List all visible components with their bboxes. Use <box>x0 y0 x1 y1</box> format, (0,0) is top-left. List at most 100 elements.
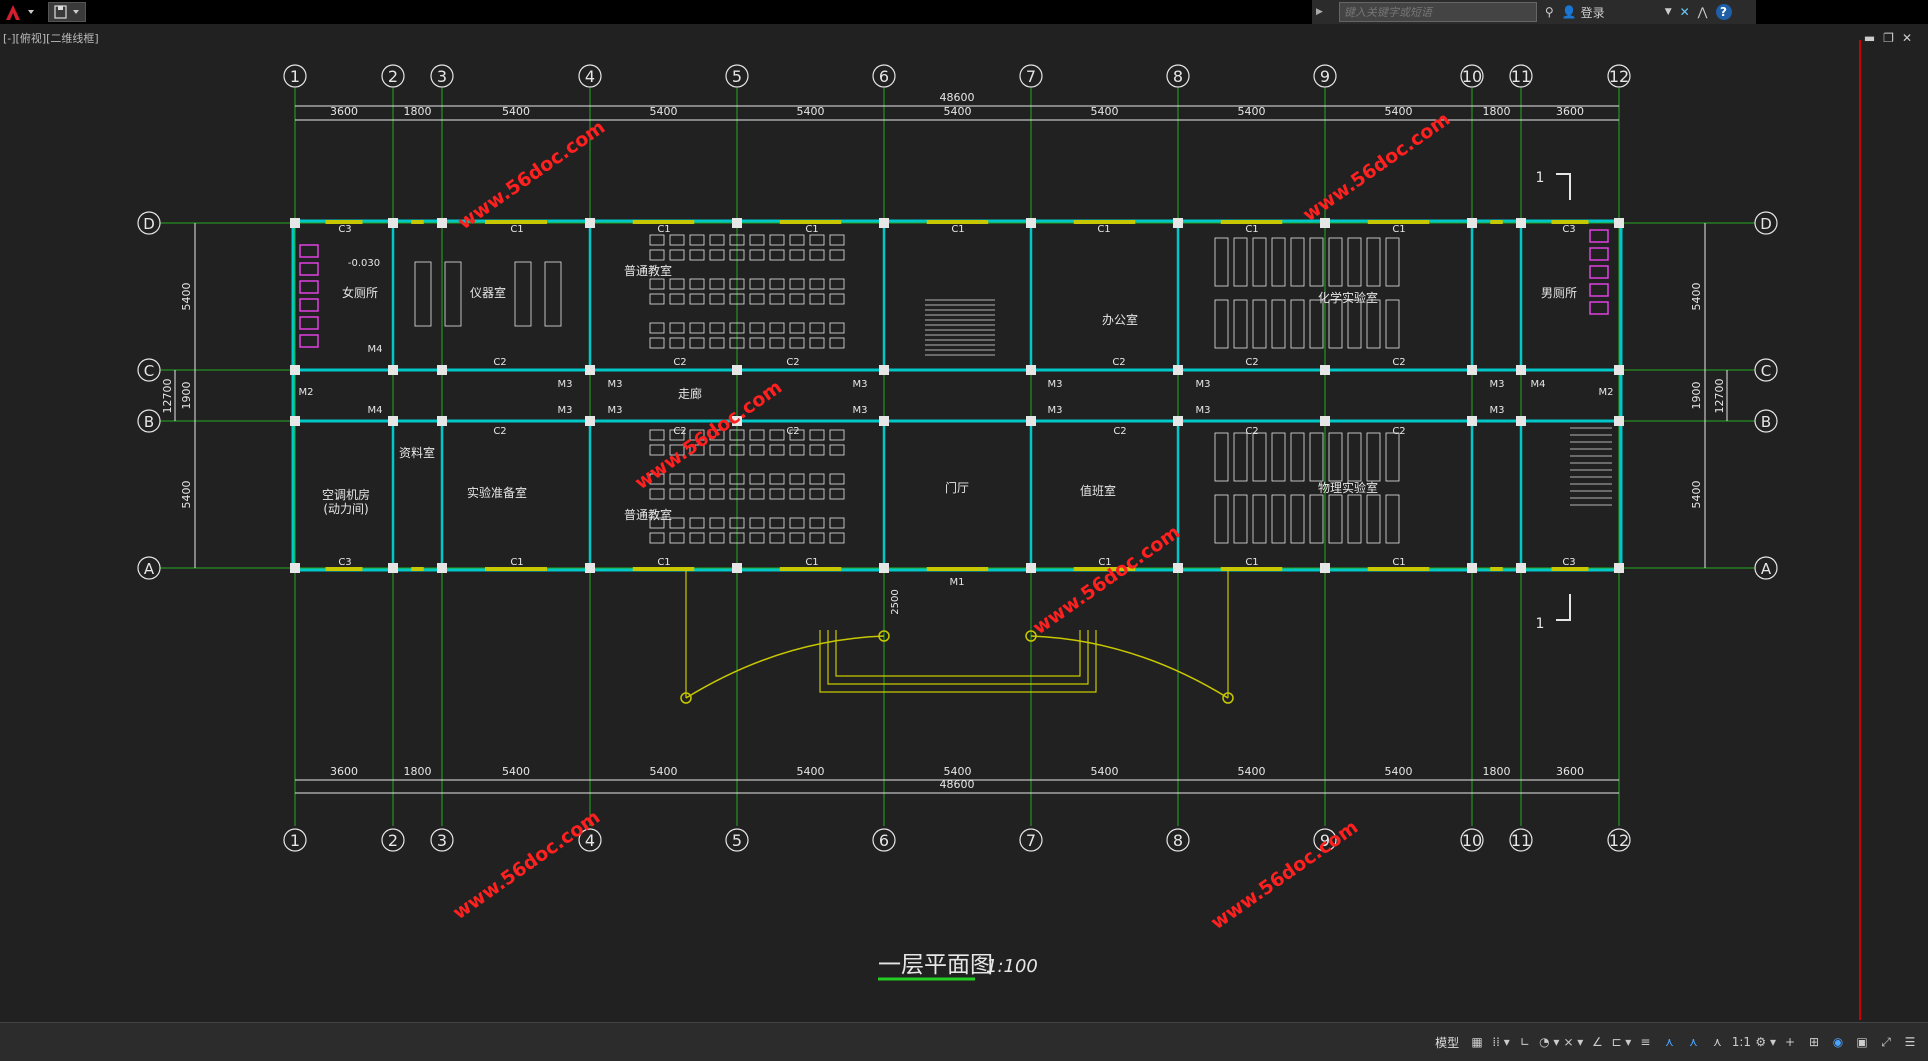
tag-m4: M4 <box>1531 379 1546 390</box>
axis-label: B <box>144 413 154 431</box>
desk <box>829 337 845 349</box>
axis-bubble <box>1607 64 1631 88</box>
binoculars-icon[interactable]: ⚲ <box>1544 5 1554 19</box>
gear-icon[interactable]: ⚙ ▾ <box>1755 1035 1776 1049</box>
tag-m3: M3 <box>853 405 868 416</box>
column <box>732 218 742 228</box>
axis-label: 10 <box>1462 67 1482 86</box>
desk <box>689 278 705 290</box>
hardware-accel-icon[interactable]: ▣ <box>1856 1035 1868 1049</box>
help-icon[interactable]: ? <box>1715 4 1732 20</box>
axis-label: 5 <box>732 831 742 850</box>
osnap-icon[interactable]: ⨯ ▾ <box>1563 1035 1584 1049</box>
wc-fixture <box>299 262 319 276</box>
column <box>1614 365 1624 375</box>
dim-text: 5400 <box>1091 765 1119 778</box>
axis-label: 8 <box>1173 831 1183 850</box>
tag-m3: M3 <box>1490 379 1505 390</box>
login-button[interactable]: 👤 登录 ▼ <box>1561 5 1672 20</box>
desk <box>1271 237 1286 287</box>
desk <box>1290 494 1305 544</box>
axis-label: 3 <box>437 831 447 850</box>
lineweight-icon[interactable]: ≡ <box>1640 1035 1651 1049</box>
workspace-icon[interactable]: ⊞ <box>1808 1035 1820 1049</box>
desk <box>649 429 665 441</box>
ortho-icon[interactable]: ∟ <box>1520 1035 1531 1049</box>
annotation-scale-select[interactable]: 1:1 <box>1731 1035 1752 1049</box>
annotation-visibility-icon[interactable]: ⋏ <box>1664 1035 1674 1049</box>
viewport-controls[interactable]: [-][俯视][二维线框] <box>3 32 99 45</box>
plus-icon[interactable]: + <box>1784 1035 1796 1049</box>
search-input[interactable] <box>1338 2 1537 22</box>
watermark-text: www.56doc.com <box>1299 108 1454 226</box>
axis-bubble <box>137 556 161 580</box>
axis-label: 9 <box>1320 67 1330 86</box>
close-icon[interactable]: ✕ <box>1901 31 1912 45</box>
object-track-icon[interactable]: ⊏ ▾ <box>1611 1035 1632 1049</box>
desk <box>414 261 432 327</box>
menu-icon[interactable]: ☰ <box>1904 1035 1916 1049</box>
desk <box>809 429 825 441</box>
desk <box>809 322 825 334</box>
tag-m3: M3 <box>558 379 573 390</box>
application-menu-button[interactable] <box>2 2 40 22</box>
desk <box>1290 432 1305 482</box>
autodesk-icon[interactable]: ⋀ <box>1697 5 1708 19</box>
clean-screen-icon[interactable]: ⤢ <box>1881 1034 1891 1049</box>
desk <box>669 444 685 456</box>
desk <box>729 532 745 544</box>
desk <box>749 293 765 305</box>
model-space-button[interactable]: 模型 <box>1435 1035 1460 1050</box>
desk <box>689 532 705 544</box>
annotation-scale-icon[interactable]: ⋏ <box>1712 1035 1722 1049</box>
axis-bubble <box>1754 409 1778 433</box>
angle-icon[interactable]: ∠ <box>1592 1035 1603 1049</box>
axis-bubble <box>1607 828 1631 852</box>
column <box>388 563 398 573</box>
desk <box>669 429 685 441</box>
dim-text-total: 48600 <box>940 91 975 104</box>
axis-label: 3 <box>437 67 447 86</box>
room-label-hvac_sub: (动力间) <box>323 502 368 516</box>
desk <box>829 473 845 485</box>
desk <box>749 473 765 485</box>
expand-arrow-icon[interactable]: ▶ <box>1316 7 1323 17</box>
column <box>732 416 742 426</box>
desk <box>689 234 705 246</box>
annotation-autoscale-icon[interactable]: ⋏ <box>1688 1035 1698 1049</box>
snap-icon[interactable]: ⁞⁞ ▾ <box>1492 1035 1510 1049</box>
quick-access-toolbar[interactable] <box>48 2 86 22</box>
desk <box>1385 432 1400 482</box>
polar-icon[interactable]: ◔ ▾ <box>1539 1035 1560 1049</box>
desk <box>789 293 805 305</box>
tag-m3: M3 <box>608 379 623 390</box>
desk <box>1252 494 1267 544</box>
dim-text: 5400 <box>502 105 530 118</box>
minimize-icon[interactable]: ▬ <box>1863 31 1876 45</box>
exchange-icon[interactable]: ✕ <box>1679 5 1690 19</box>
desk <box>1252 237 1267 287</box>
watermark-text: www.56doc.com <box>1207 816 1362 934</box>
desk <box>1309 299 1324 349</box>
desk <box>789 322 805 334</box>
tag-m3: M3 <box>1196 405 1211 416</box>
tag-m4: M4 <box>368 344 383 355</box>
desk <box>1271 432 1286 482</box>
axis-bubble <box>430 64 454 88</box>
desk <box>669 517 685 529</box>
dim-text-side: 1900 <box>180 382 193 410</box>
column <box>732 563 742 573</box>
axis-bubble <box>1019 64 1043 88</box>
room-label-corridor: 走廊 <box>678 386 702 401</box>
restore-icon[interactable]: ❐ <box>1883 31 1894 45</box>
desk <box>829 429 845 441</box>
isolate-icon[interactable]: ◉ <box>1832 1035 1844 1049</box>
axis-label: 11 <box>1511 67 1531 86</box>
desk <box>1347 299 1362 349</box>
dim-text: 3600 <box>1556 765 1584 778</box>
grid-icon[interactable]: ▦ <box>1471 1035 1483 1049</box>
desk <box>749 234 765 246</box>
room-label-instrument: 仪器室 <box>470 285 506 300</box>
